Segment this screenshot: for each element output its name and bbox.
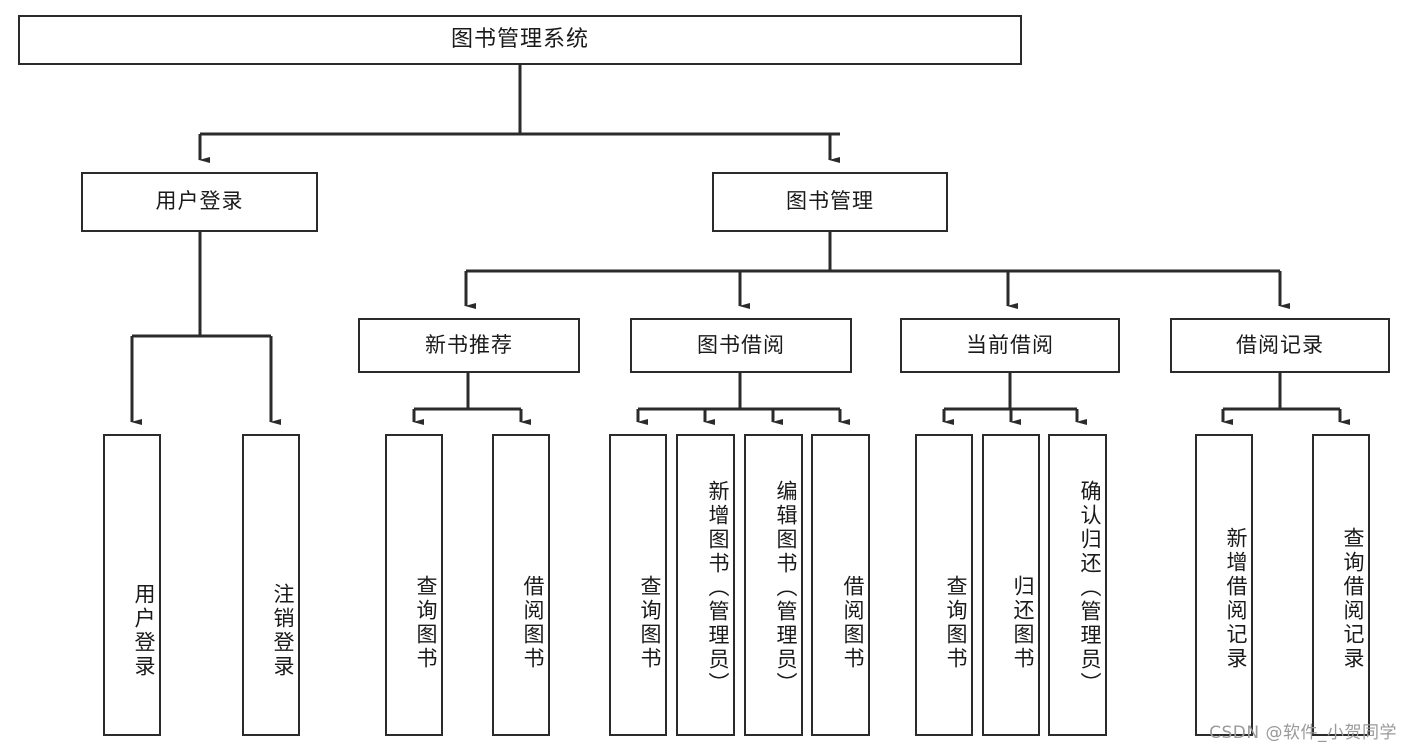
- node-borrow-record[interactable]: 借阅记录: [1170, 318, 1390, 373]
- node-book-borrow[interactable]: 图书借阅: [630, 318, 852, 373]
- node-label: 编辑图书（管理员）: [774, 480, 798, 696]
- leaf-user-login[interactable]: 用户登录: [103, 434, 161, 736]
- node-label: 图书借阅: [697, 332, 785, 357]
- node-label: 用户登录: [155, 189, 244, 214]
- node-label: 查询图书: [414, 575, 438, 671]
- node-label: 用户登录: [132, 583, 156, 679]
- leaf-query-book-recommend[interactable]: 查询图书: [385, 434, 443, 736]
- node-label: 图书管理系统: [450, 26, 589, 52]
- leaf-borrow-book[interactable]: 借阅图书: [811, 434, 870, 736]
- node-new-book-recommend[interactable]: 新书推荐: [358, 318, 580, 373]
- node-label: 归还图书: [1011, 575, 1035, 671]
- node-book-management[interactable]: 图书管理: [712, 172, 948, 232]
- node-label: 借阅图书: [521, 575, 545, 671]
- node-label: 新书推荐: [425, 332, 513, 357]
- node-label: 查询图书: [944, 575, 968, 671]
- node-current-borrow[interactable]: 当前借阅: [900, 318, 1120, 373]
- node-label: 查询图书: [638, 575, 662, 671]
- node-label: 借阅图书: [841, 575, 865, 671]
- node-label: 查询借阅记录: [1341, 527, 1365, 671]
- leaf-query-borrow-record[interactable]: 查询借阅记录: [1312, 434, 1370, 736]
- node-root-system[interactable]: 图书管理系统: [18, 15, 1022, 65]
- leaf-add-borrow-record[interactable]: 新增借阅记录: [1195, 434, 1253, 736]
- node-label: 新增借阅记录: [1224, 527, 1248, 671]
- leaf-borrow-book-recommend[interactable]: 借阅图书: [492, 434, 550, 736]
- leaf-return-book[interactable]: 归还图书: [982, 434, 1040, 736]
- node-label: 借阅记录: [1236, 332, 1324, 357]
- watermark-text: CSDN @软件_小贺同学: [1209, 723, 1397, 743]
- node-label: 当前借阅: [966, 332, 1054, 357]
- leaf-confirm-return-admin[interactable]: 确认归还（管理员）: [1048, 434, 1107, 736]
- leaf-add-book-admin[interactable]: 新增图书（管理员）: [676, 434, 735, 736]
- node-label: 新增图书（管理员）: [706, 480, 730, 696]
- leaf-query-book-current[interactable]: 查询图书: [915, 434, 973, 736]
- leaf-edit-book-admin[interactable]: 编辑图书（管理员）: [744, 434, 803, 736]
- node-label: 确认归还（管理员）: [1078, 480, 1102, 696]
- node-label: 注销登录: [271, 583, 295, 679]
- node-label: 图书管理: [786, 189, 874, 214]
- leaf-query-book-borrow[interactable]: 查询图书: [609, 434, 667, 736]
- node-user-login[interactable]: 用户登录: [81, 172, 318, 232]
- leaf-user-logout[interactable]: 注销登录: [242, 434, 300, 736]
